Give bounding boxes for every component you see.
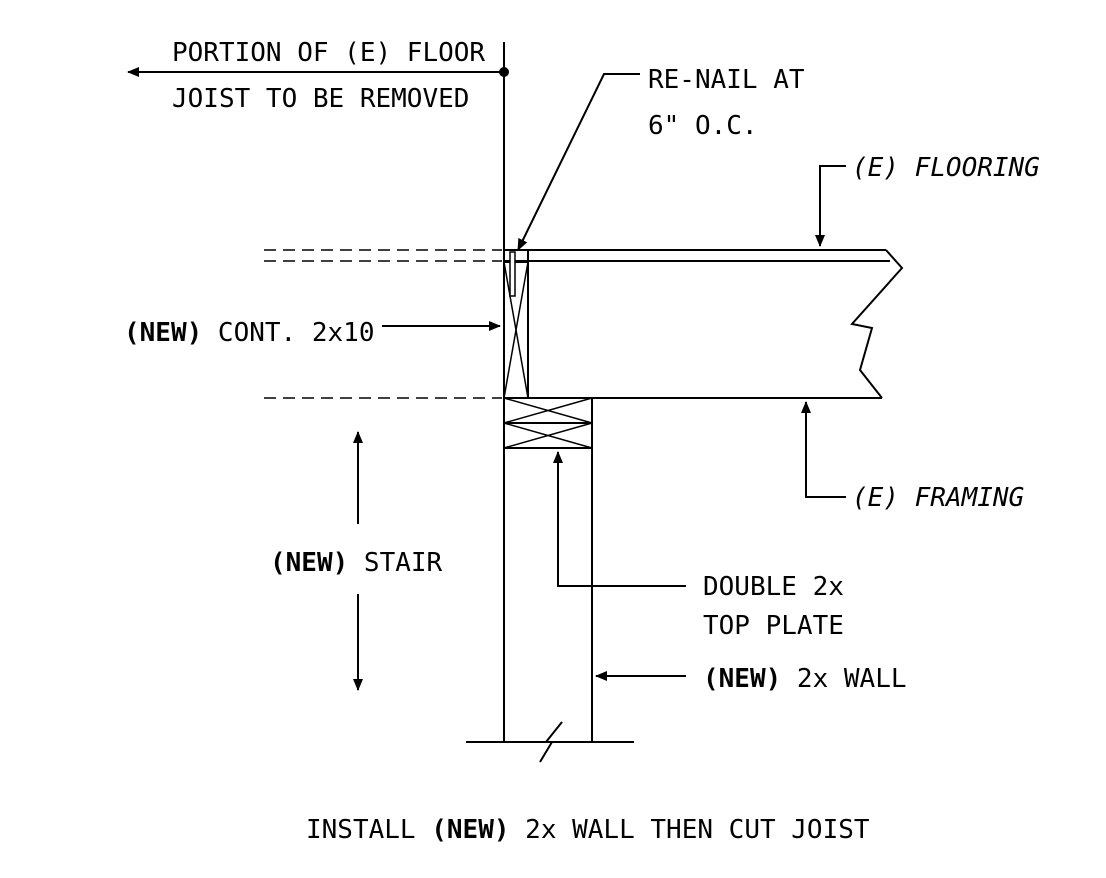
nail-icon (509, 251, 516, 297)
renail-label-line1: RE-NAIL AT (648, 65, 805, 95)
stair-label: (NEW) STAIR (270, 548, 443, 578)
renail-leader (517, 73, 640, 251)
caption-suffix: 2x WALL THEN CUT JOIST (510, 815, 870, 845)
flooring-leader (815, 165, 846, 247)
joist-break-line (850, 249, 904, 399)
cont-2x10-label: (NEW) CONT. 2x10 (124, 318, 374, 348)
caption-prefix: INSTALL (306, 815, 431, 845)
wall-2x-label: (NEW) 2x WALL (703, 664, 907, 694)
framing-label: (E) FRAMING (852, 483, 1024, 513)
plate-lower-cross-b (503, 422, 593, 449)
framing-leader (801, 401, 846, 498)
new-tag: (NEW) (270, 548, 348, 578)
new-tag: (NEW) (431, 815, 509, 845)
portion-label-line2: JOIST TO BE REMOVED (172, 84, 469, 114)
flooring-label: (E) FLOORING (852, 153, 1040, 183)
wall-2x-text: 2x WALL (781, 664, 906, 694)
cont-2x10-text: CONT. 2x10 (202, 318, 374, 348)
block-cross-b (503, 261, 529, 399)
caption: INSTALL (NEW) 2x WALL THEN CUT JOIST (306, 815, 870, 845)
renail-label-line2: 6" O.C. (648, 111, 758, 141)
top-plate-label-line1: DOUBLE 2x (703, 572, 844, 602)
top-plate-lower (503, 422, 593, 449)
stair-text: STAIR (348, 548, 442, 578)
plate-upper-cross-b (503, 397, 593, 424)
portion-label-line1: PORTION OF (E) FLOOR (172, 38, 485, 68)
top-plate-label-line2: TOP PLATE (703, 611, 844, 641)
top-plate-leader (553, 451, 686, 587)
wall-break-symbol (539, 721, 563, 763)
new-tag: (NEW) (703, 664, 781, 694)
new-tag: (NEW) (124, 318, 202, 348)
